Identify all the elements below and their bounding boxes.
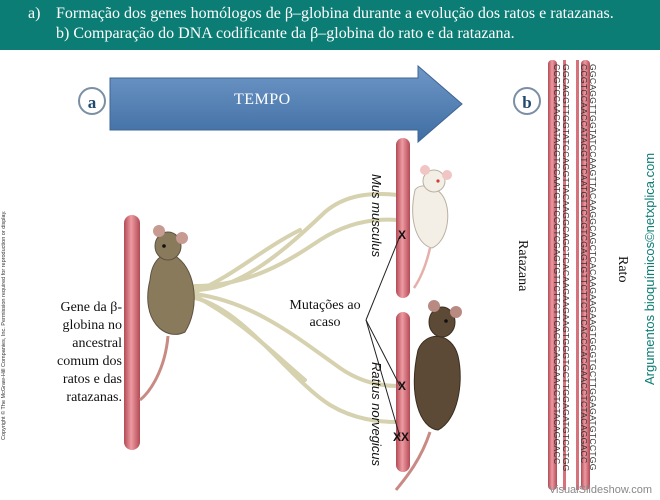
header-line-1: a) Formação dos genes homólogos de β–glob… [28, 5, 614, 23]
sequence-ratazana-bottom: CCGTCCAACCATAGGTTCAATGTTCCGTCGAGTGTTCTTC… [579, 64, 589, 464]
rato-strand-inner [563, 60, 566, 490]
mutation-mark-rattus-2: XX [393, 430, 410, 444]
diagram-canvas: Copyright © The McGraw-Hill Companies, I… [0, 50, 660, 500]
label-rato: Rato [615, 256, 630, 283]
evolution-branches [193, 191, 400, 424]
ancestral-gene-description: Gene da β- globina no ancestral comum do… [44, 299, 122, 407]
gene-text-line: Gene da β- [60, 300, 122, 315]
gene-text-line: comum dos [57, 354, 122, 369]
mutation-label: Mutações ao acaso [282, 297, 368, 331]
label-ratazana: Ratazana [515, 240, 530, 292]
side-credit: Argumentos bioquímicos©netxplica.com [642, 152, 657, 385]
sequence-rato-bottom: CCGTCCAACCATAGGTCCAATGTTCCGTCGAGTGTTCTTC… [552, 64, 562, 465]
rattus-chromosome [396, 312, 410, 472]
rato-strand-outer [548, 60, 557, 490]
footer-watermark: VisualSlideshow.com [548, 484, 652, 496]
species-rattus-norvegicus: Rattus norvegicus [369, 362, 384, 467]
header-line-1-text: Formação dos genes homólogos de β–globin… [56, 5, 614, 22]
time-arrow [109, 64, 463, 144]
gene-text-line: ancestral [72, 336, 122, 351]
sequence-ratazana-top: GGCAGGTTGGTATCCAAGTTACAAGGCAGCTCACAAGAAG… [588, 64, 598, 471]
gene-text-line: ratazanas. [66, 390, 122, 405]
time-arrow-label: TEMPO [234, 91, 291, 108]
ancestral-mouse-illustration [139, 225, 195, 402]
white-mouse-illustration [412, 165, 452, 289]
header-line-2: b) Comparação do DNA codificante da β–gl… [56, 25, 515, 42]
ratazana-strand-inner [576, 60, 579, 490]
slide-header: a) Formação dos genes homólogos de β–glob… [0, 0, 660, 50]
ratazana-strand-outer [581, 60, 590, 490]
gene-text-line: globina no [62, 318, 123, 333]
species-mus-musculus: Mus musculus [369, 174, 384, 258]
gene-text-line: ratos e das [62, 372, 122, 387]
sequence-rato-top: GGCAGGTTGGTATCCAGGTTACAAGGCAGCTCACAAGAAG… [561, 64, 571, 472]
panel-a-label: a [78, 87, 106, 115]
mus-chromosome [396, 138, 410, 298]
diagram-graphics [109, 60, 590, 491]
ancestral-chromosome [124, 215, 140, 450]
panel-b-label: b [513, 87, 541, 115]
mutation-mark-rattus-1: X [398, 379, 407, 393]
mutation-label-line: Mutações ao [289, 298, 361, 313]
brown-rat-illustration [394, 300, 462, 491]
mutation-label-line: acaso [309, 315, 341, 330]
mutation-mark-mus: X [398, 228, 407, 242]
mutation-pointers [365, 235, 401, 438]
header-line-1-label: a) [28, 5, 41, 22]
